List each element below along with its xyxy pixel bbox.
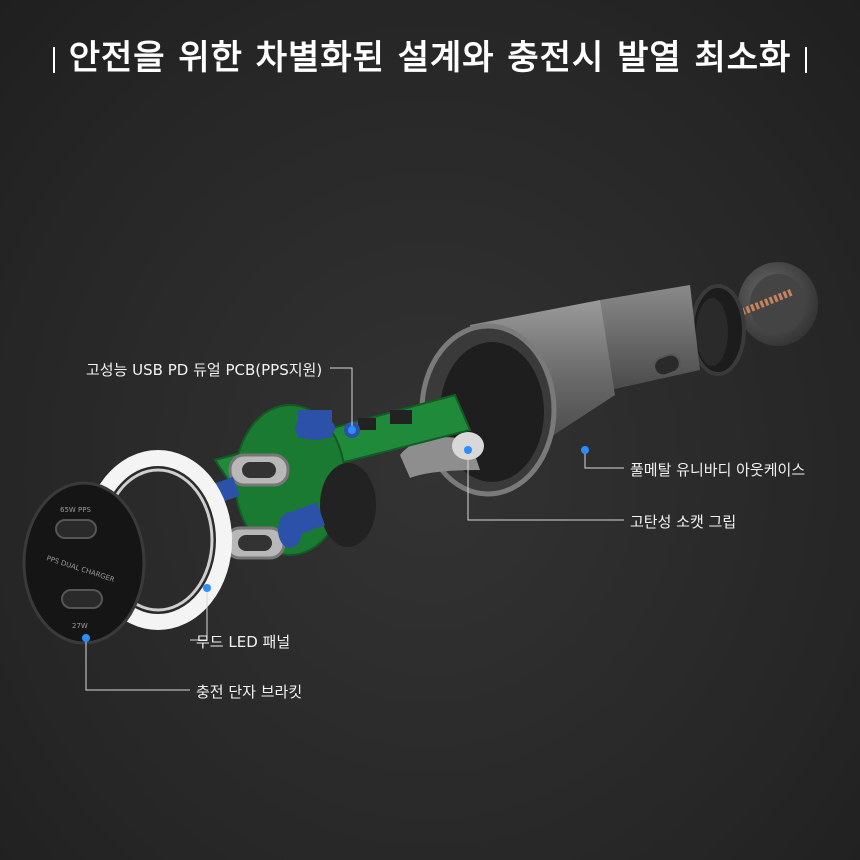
title-text: 안전을 위한 차별화된 설계와 충전시 발열 최소화 (68, 38, 792, 78)
page-title: 안전을 위한 차별화된 설계와 충전시 발열 최소화 (0, 30, 860, 79)
callout-dot-grip (464, 446, 472, 454)
callout-pcb: 고성능 USB PD 듀얼 PCB(PPS지원) (86, 361, 323, 379)
callout-bracket: 충전 단자 브라킷 (196, 683, 303, 701)
led-window (653, 353, 681, 377)
callout-dot-bracket (82, 634, 90, 642)
end-cap (738, 262, 818, 346)
bracket-port-top (55, 519, 97, 539)
callout-grip: 고탄성 소캣 그립 (630, 513, 737, 531)
callout-dot-casing (581, 446, 589, 454)
callout-dot-pcb (348, 426, 356, 434)
callout-led-panel: 무드 LED 패널 (196, 633, 291, 651)
pcb-assembly (212, 393, 472, 560)
callout-lines (85, 367, 624, 691)
callout-line-casing (584, 450, 624, 469)
bracket-label-bottom: 27W (72, 622, 88, 630)
bracket-label-top: 65W PPS (60, 506, 91, 514)
callout-line-bracket (85, 638, 190, 691)
callout-casing: 풀메탈 유니바디 아웃케이스 (630, 461, 806, 479)
bracket-port-bottom (61, 589, 103, 609)
callout-dots (82, 426, 589, 642)
callout-line-grip (467, 450, 624, 521)
terminal-bracket: 65W PPS PPS DUAL CHARGER 27W (22, 481, 146, 645)
callout-line-pcb (330, 367, 353, 430)
spring-contact (740, 288, 794, 316)
callout-dot-led (203, 584, 211, 592)
title-bar-left (52, 46, 55, 73)
callout-line-led (190, 588, 208, 641)
gasket-ring (690, 284, 746, 376)
title-bar-right (805, 46, 808, 73)
